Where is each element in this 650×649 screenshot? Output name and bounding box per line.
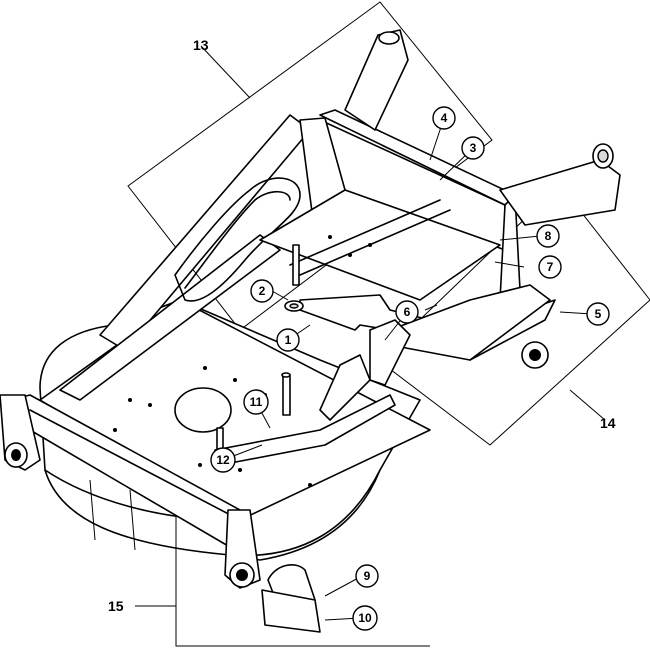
deck-opening bbox=[174, 387, 232, 433]
pin-front-left bbox=[216, 427, 224, 451]
callout-11: 11 bbox=[243, 389, 269, 415]
frame-floor bbox=[259, 189, 501, 301]
svg-text:10: 10 bbox=[358, 611, 372, 625]
svg-text:12: 12 bbox=[216, 453, 230, 467]
group-label-13: 13 bbox=[193, 37, 209, 53]
svg-text:5: 5 bbox=[595, 307, 602, 321]
svg-text:1: 1 bbox=[285, 333, 292, 347]
callout-5: 5 bbox=[586, 302, 610, 326]
pin-front bbox=[282, 374, 291, 416]
anti-scalp-plate bbox=[261, 589, 321, 633]
group-label-14: 14 bbox=[600, 415, 616, 431]
svg-text:6: 6 bbox=[404, 305, 411, 319]
upper-lift-arm bbox=[344, 29, 409, 131]
svg-text:7: 7 bbox=[547, 260, 554, 274]
callout-1: 1 bbox=[276, 328, 300, 352]
callout-6-right: 8 bbox=[536, 224, 560, 248]
callout-9: 9 bbox=[355, 564, 379, 588]
callout-4: 4 bbox=[432, 106, 456, 130]
callout-2: 2 bbox=[250, 279, 274, 303]
callout-3: 3 bbox=[461, 136, 485, 160]
svg-text:2: 2 bbox=[259, 284, 266, 298]
right-lift-arm bbox=[499, 159, 621, 226]
callout-12: 12 bbox=[210, 447, 236, 473]
svg-text:9: 9 bbox=[364, 569, 371, 583]
left-side-rail-lower bbox=[59, 234, 281, 401]
svg-text:11: 11 bbox=[250, 395, 263, 409]
height-lever bbox=[369, 319, 411, 386]
svg-text:8: 8 bbox=[545, 229, 552, 243]
group-label-15: 15 bbox=[108, 598, 124, 614]
rail-slot bbox=[174, 177, 301, 302]
callout-7: 7 bbox=[538, 255, 562, 279]
callout-10: 10 bbox=[352, 605, 378, 631]
callout-6-left: 6 bbox=[395, 300, 419, 324]
height-lever-handle bbox=[319, 354, 371, 421]
anti-scalp-bracket bbox=[267, 564, 316, 601]
pin-left bbox=[292, 244, 300, 286]
svg-text:3: 3 bbox=[470, 141, 477, 155]
svg-text:4: 4 bbox=[441, 111, 448, 125]
